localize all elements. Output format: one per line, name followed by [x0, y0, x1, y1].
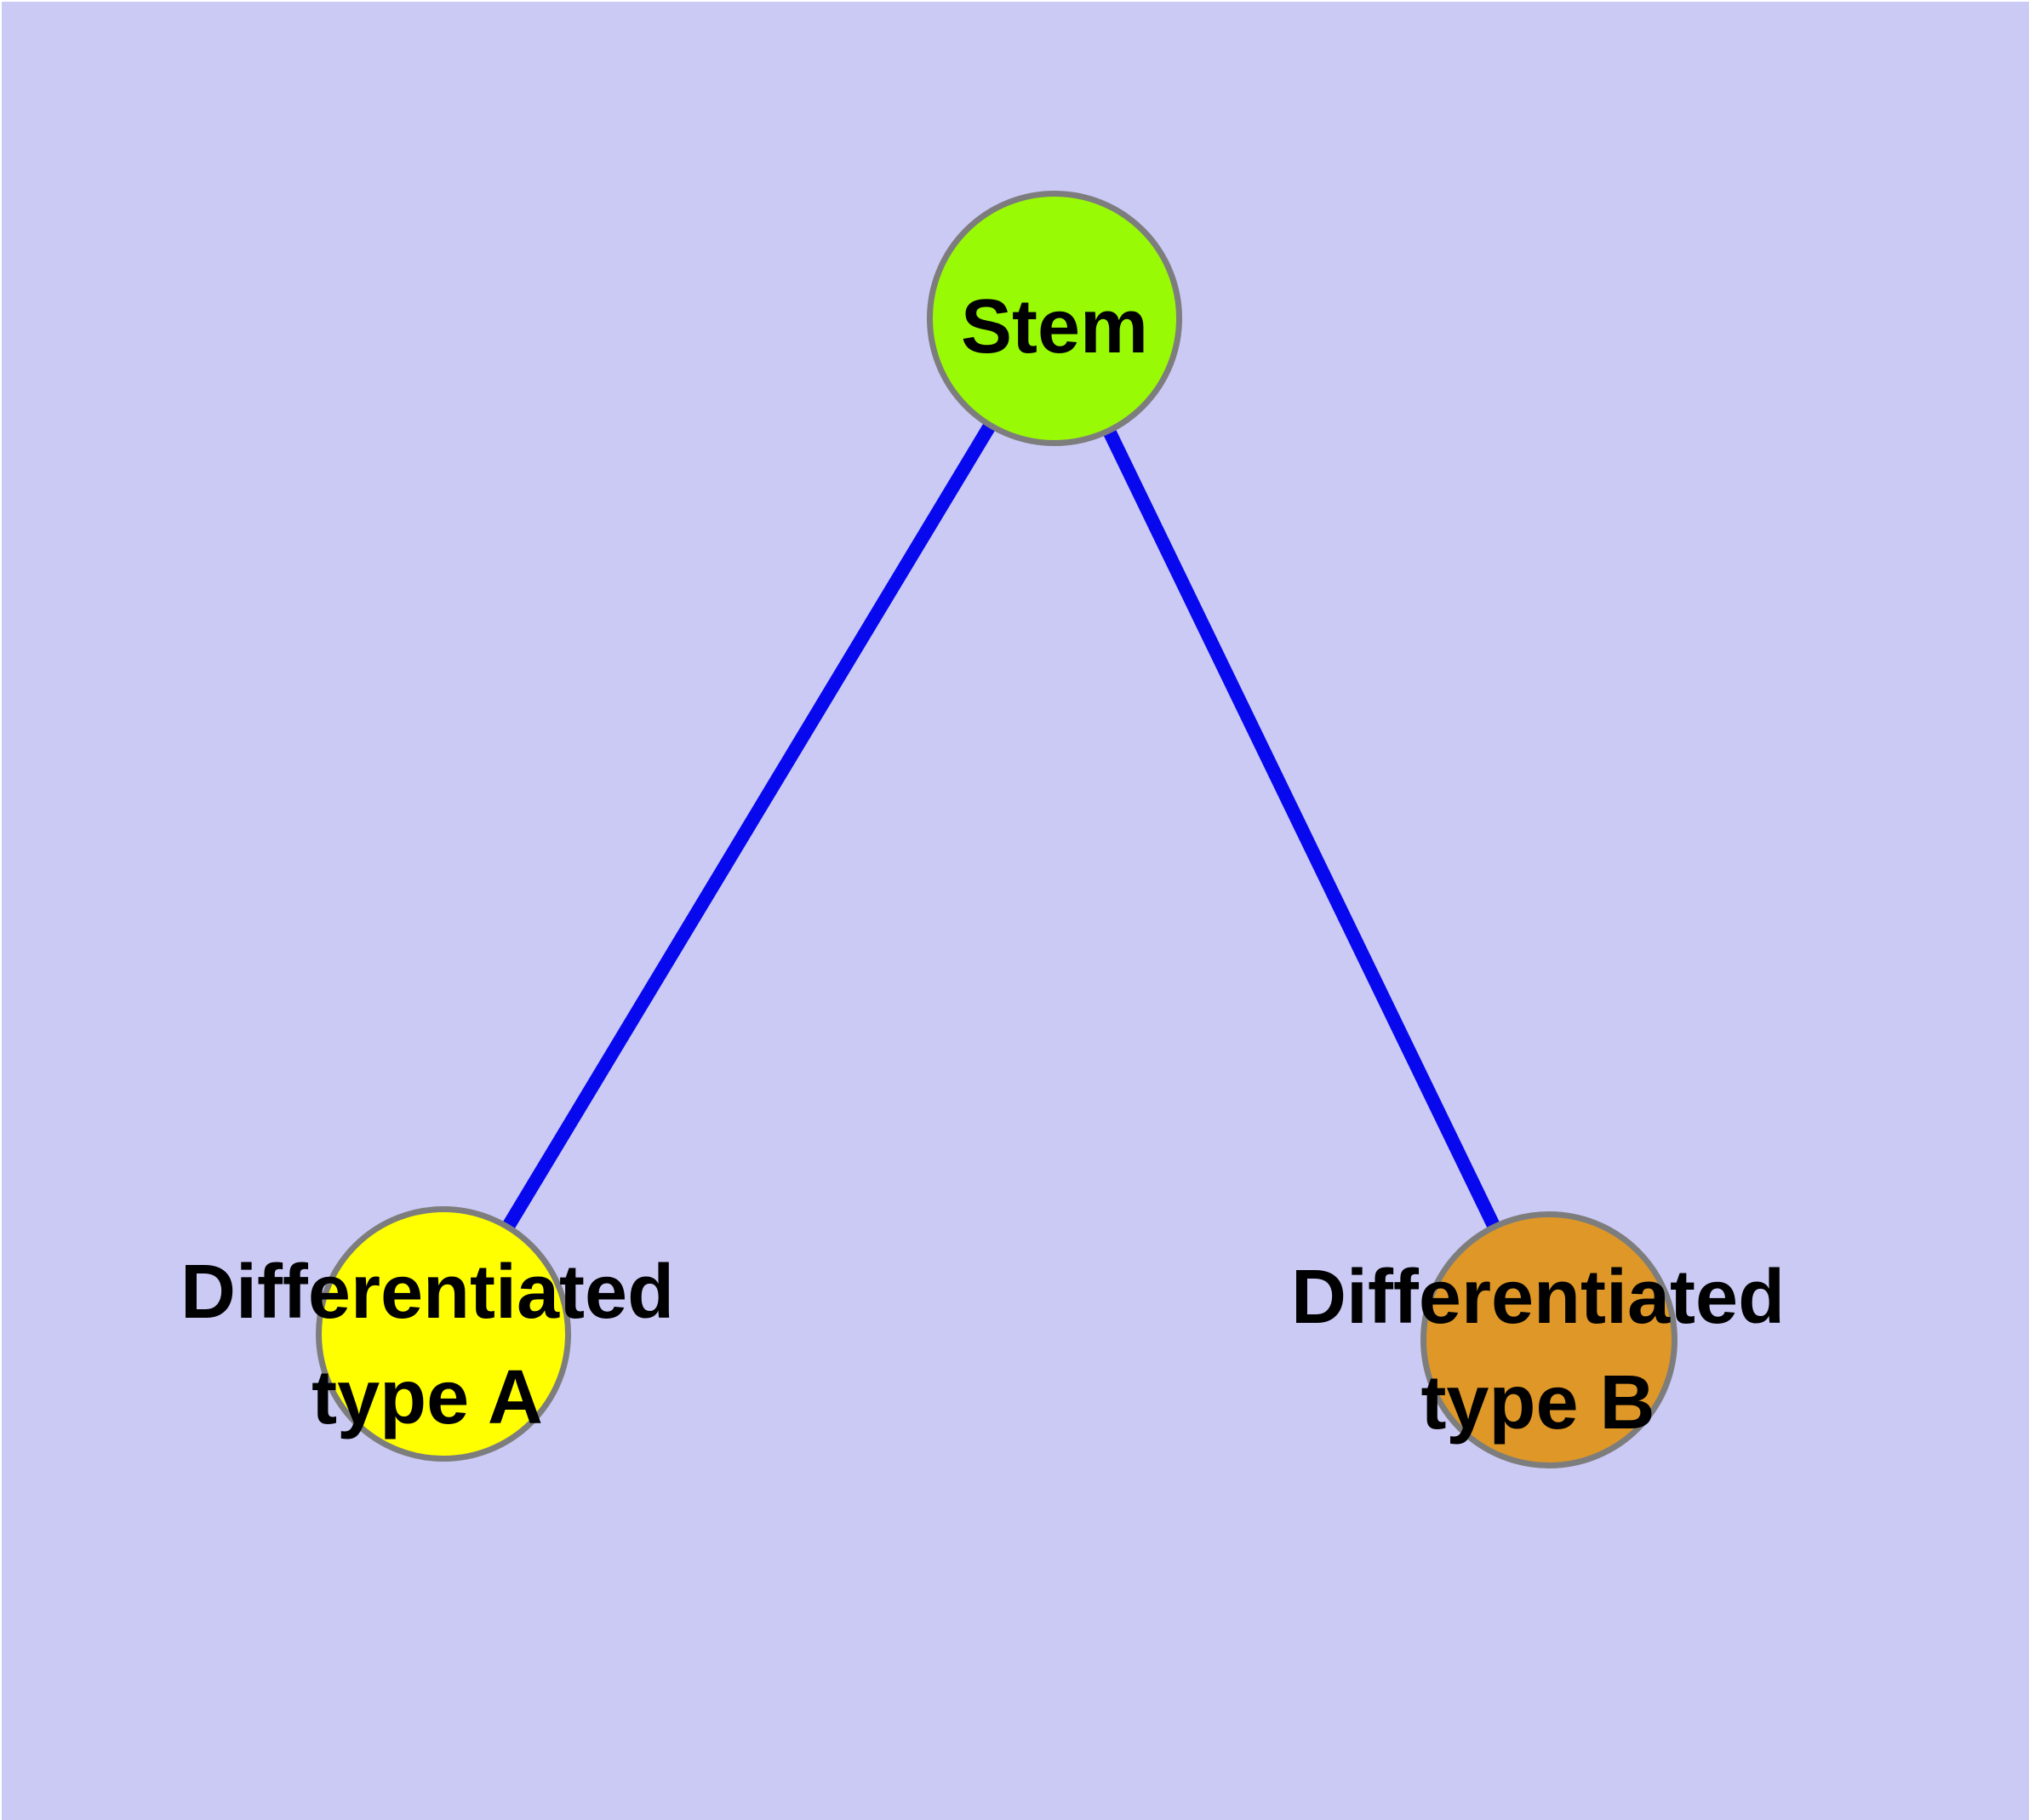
edge-stem-to-differentiated-type-a [437, 314, 1060, 1338]
node-differentiated-type-a[interactable] [316, 1206, 571, 1462]
node-differentiated-type-b[interactable] [1420, 1211, 1677, 1468]
node-stem[interactable] [927, 191, 1182, 446]
edge-stem-to-differentiated-type-b [1048, 315, 1556, 1343]
